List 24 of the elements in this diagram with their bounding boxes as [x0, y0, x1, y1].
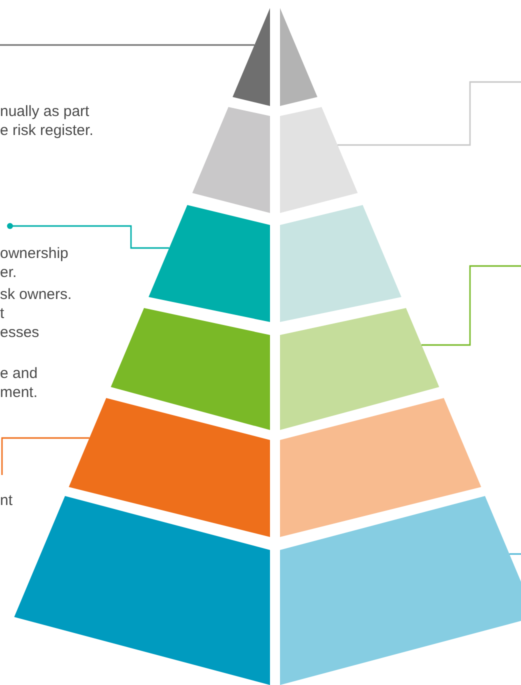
pyramid-segment: [14, 496, 270, 685]
pyramid-segment: [110, 308, 270, 430]
leader-line: [1, 437, 90, 475]
triangle-segment: [280, 8, 318, 106]
note-text: nt: [0, 491, 13, 510]
note-text: t esses: [0, 304, 40, 342]
pyramid-segment: [280, 398, 482, 537]
leader-line: [0, 44, 254, 46]
leader-line: [338, 81, 521, 146]
pyramid-segment: [280, 308, 440, 430]
leader-line: [7, 223, 170, 249]
note-text: sk owners.: [0, 285, 72, 304]
pyramid-segment: [68, 398, 270, 537]
pyramid-segment: [280, 107, 358, 213]
triangle-segment: [232, 8, 270, 106]
pyramid-segment: [148, 205, 270, 322]
pyramid-segment: [280, 205, 402, 322]
note-text: ownership er.: [0, 244, 68, 282]
note-text: nually as part e risk register.: [0, 102, 94, 140]
note-text: e and ment.: [0, 364, 38, 402]
pyramid-segment: [192, 107, 270, 213]
leader-line: [509, 553, 521, 555]
pyramid-segment: [280, 496, 521, 685]
leader-line: [422, 265, 521, 346]
